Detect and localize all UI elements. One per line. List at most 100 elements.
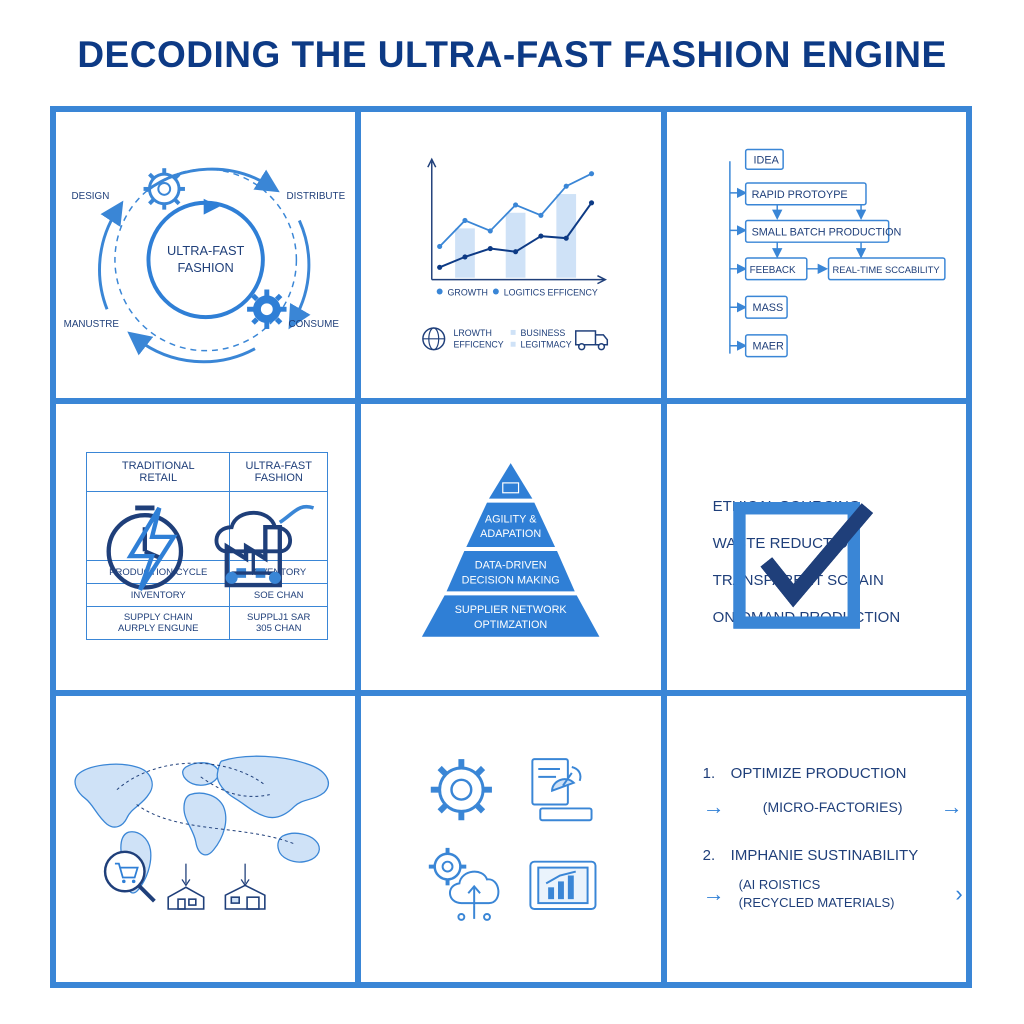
step-1-label: OPTIMIZE PRODUCTION xyxy=(730,764,907,782)
cycle-center-line2: FASHION xyxy=(178,260,234,275)
x-axis-arrow xyxy=(597,275,608,285)
small-gear-icon xyxy=(429,847,467,886)
flow-box-realtime xyxy=(827,257,946,281)
data-point xyxy=(437,264,443,270)
truck-icon xyxy=(575,330,609,351)
data-point xyxy=(589,200,595,206)
screen-icon xyxy=(502,482,520,494)
data-point xyxy=(462,217,468,224)
lightning-icon xyxy=(126,506,178,591)
legend-dot-logistics xyxy=(493,288,500,295)
footer-efficiency: EFFICENCY xyxy=(454,340,504,350)
flow-box-maer xyxy=(744,334,788,358)
chevron-right-icon: › xyxy=(955,881,963,906)
cycle-label-distribute: DISTRIBUTE xyxy=(287,191,346,202)
checklist-panel: ETHICAL SOURCING WASTE REDUCTION TRANSPA… xyxy=(666,404,966,690)
flow-label-maer: MAER xyxy=(752,341,783,353)
process-flowchart: IDEA RAPID PROTOYPE SMALL BATCH PRODUCTI… xyxy=(728,148,946,358)
flow-label-idea: IDEA xyxy=(753,154,779,166)
flow-label-mass: MASS xyxy=(752,302,783,314)
tier2-line1: AGILITY & xyxy=(485,513,537,525)
cycle-arrow-right xyxy=(288,219,311,330)
checklist-item: ON-DMAND PRODUCTION xyxy=(713,502,900,636)
store-icon xyxy=(224,884,266,910)
cycle-arrow-bottom xyxy=(127,331,256,364)
cycle-label-manufacture: MANUSTRE xyxy=(64,319,120,330)
cycle-panel: ULTRA-FAST FASHION xyxy=(56,112,356,398)
legend-growth: GROWTH xyxy=(448,287,488,297)
chart-bar xyxy=(506,212,526,278)
data-point xyxy=(488,245,494,252)
flow-label-prototype: RAPID PROTOYPE xyxy=(751,189,847,201)
flow-label-feedback: FEEBACK xyxy=(749,265,795,276)
gear-icon-blue xyxy=(247,289,287,329)
north-america xyxy=(74,763,153,828)
growth-chart: GROWTH LOGITICS EFFICENCY LROWTH EFFICEN… xyxy=(422,157,609,351)
globe-icon xyxy=(422,327,446,351)
legend-logistics: LOGITICS EFFICENCY xyxy=(504,287,598,297)
checklist-label: WASTE REDUCTION xyxy=(712,535,859,552)
africa xyxy=(183,792,227,856)
tier3-line2: DECISION MAKING xyxy=(462,574,560,586)
flow-box-feedback xyxy=(744,257,808,281)
tech-icons-panel xyxy=(361,696,661,982)
warehouse-arrows xyxy=(181,863,250,887)
tablet-chart-icon xyxy=(529,860,597,911)
data-point xyxy=(437,243,443,250)
flow-box-small-batch xyxy=(744,219,890,243)
pyramid-tier-4 xyxy=(422,595,600,637)
step-2-number: 2. xyxy=(702,846,716,864)
footer-marker-1 xyxy=(510,329,516,335)
step-2-sub: → (AI ROISTICS(RECYCLED MATERIALS) › xyxy=(703,872,963,916)
page-title: DECODING THE ULTRA-FAST FASHION ENGINE xyxy=(77,34,947,75)
flowchart-panel: IDEA RAPID PROTOYPE SMALL BATCH PRODUCTI… xyxy=(666,112,966,398)
flow-label-small-batch: SMALL BATCH PRODUCTION xyxy=(751,226,901,238)
cycle-label-design: DESIGN xyxy=(72,191,110,202)
world-map xyxy=(74,755,329,910)
steps-panel: 1. OPTIMIZE PRODUCTION → (MICRO-FACTORIE… xyxy=(666,696,966,982)
step-1-sub: → (MICRO-FACTORIES) → xyxy=(703,790,963,824)
pyramid-tier-3 xyxy=(446,550,576,592)
cloud-upload-icon xyxy=(449,870,500,921)
y-axis-arrow xyxy=(427,157,437,168)
step-1: 1. OPTIMIZE PRODUCTION xyxy=(703,756,963,790)
infographic-grid: ULTRA-FAST FASHION xyxy=(50,106,972,988)
pyramid-tier-1 xyxy=(489,463,533,499)
checkbox-checked-icon xyxy=(733,502,873,629)
cycle-label-consume: CONSUME xyxy=(289,319,340,330)
cycle-diagram: ULTRA-FAST FASHION xyxy=(64,167,346,364)
arrow-right-icon: → xyxy=(702,881,725,906)
asia xyxy=(216,755,329,819)
pyramid-panel: AGILITY & ADAPATION DATA-DRIVEN DECISION… xyxy=(361,404,661,690)
data-point xyxy=(563,183,570,189)
cycle-center-line1: ULTRA-FAST xyxy=(167,243,245,258)
pyramid-diagram: AGILITY & ADAPATION DATA-DRIVEN DECISION… xyxy=(422,463,600,637)
australia xyxy=(277,832,320,863)
footer-business: BUSINESS xyxy=(521,328,566,338)
flow-label-realtime: REAL-TIME SCCABILITY xyxy=(832,265,940,275)
tier2-line2: ADAPATION xyxy=(481,528,542,540)
step-2-label: IMPHANIE SUSTINABILITY xyxy=(730,846,919,864)
footer-legitimacy: LEGITMACY xyxy=(521,340,572,350)
step-1-number: 1. xyxy=(702,764,716,782)
pyramid-tier-2 xyxy=(466,502,556,547)
data-point xyxy=(462,254,468,260)
trade-routes xyxy=(116,762,295,845)
data-point xyxy=(513,249,519,255)
cycle-arrow-left xyxy=(98,200,124,310)
chart-bar xyxy=(455,228,476,278)
data-point xyxy=(589,171,595,177)
tier3-line1: DATA-DRIVEN xyxy=(475,560,547,572)
data-point xyxy=(513,202,519,208)
play-icon xyxy=(203,198,220,215)
tier4-line1: SUPPLIER NETWORK xyxy=(455,604,568,616)
tier4-line2: OPTIMZATION xyxy=(474,619,547,631)
step-2-detail: (AI ROISTICS(RECYCLED MATERIALS) xyxy=(738,877,895,910)
warehouse-icon xyxy=(167,886,205,910)
step-2: 2. IMPHANIE SUSTINABILITY xyxy=(703,838,963,872)
